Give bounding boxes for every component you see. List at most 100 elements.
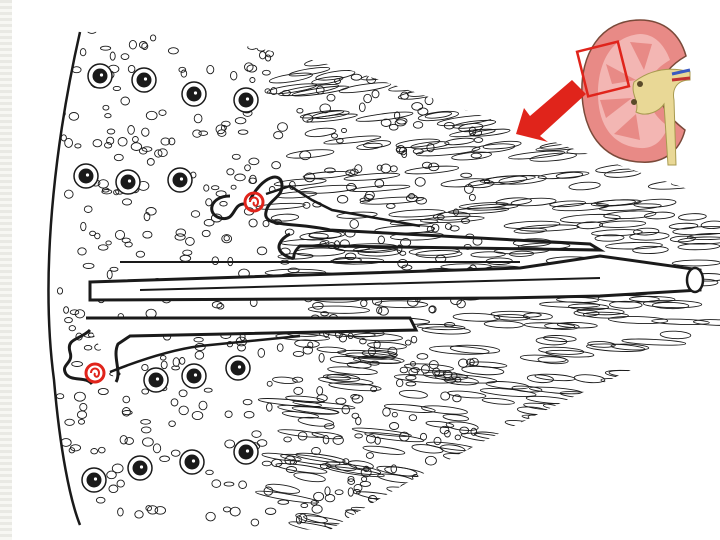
tubule-streak — [580, 508, 643, 523]
tubule-streak — [438, 91, 483, 101]
tubule-ring — [141, 363, 149, 372]
tubule-streak — [537, 356, 569, 365]
tubule-ring — [121, 198, 133, 206]
tubule-ring — [265, 54, 272, 62]
tubule-ring — [68, 325, 76, 332]
tubule-ring — [82, 262, 95, 269]
tubule-streak — [302, 171, 351, 179]
tubule-streak — [466, 464, 511, 474]
tubule-ring — [324, 493, 336, 503]
tubule-streak — [459, 520, 513, 530]
tubule-ring — [319, 103, 331, 114]
tubule-ring — [342, 458, 350, 465]
tubule-streak — [451, 151, 492, 161]
tubule-streak — [526, 374, 554, 384]
tubule-ring — [276, 343, 284, 352]
tubule-ring — [313, 491, 325, 502]
tubule-streak — [513, 227, 547, 234]
tubule-streak — [592, 449, 645, 460]
tubule-ring — [224, 439, 236, 449]
tubule-ring — [120, 96, 130, 106]
tubule-ring — [311, 504, 323, 514]
tubule-streak — [498, 174, 547, 185]
tubule-ring — [408, 192, 416, 200]
tubule-streak — [609, 300, 643, 309]
tubule-streak — [452, 312, 501, 322]
tubule-ring — [109, 266, 119, 272]
tubule-ring — [71, 66, 82, 74]
tubule-ring — [370, 386, 378, 393]
tubule-ring — [170, 398, 179, 407]
tubule-ring — [405, 381, 417, 387]
tubule-streak — [492, 108, 523, 119]
tubule-ring — [473, 137, 484, 143]
tubule-ring — [443, 37, 455, 44]
tubule-ring — [271, 161, 281, 170]
tubule-ring — [266, 380, 273, 387]
tubule-ring — [244, 62, 254, 72]
tubule-ring — [112, 85, 122, 92]
tubule-streak — [673, 105, 712, 114]
tubule-ring — [350, 73, 363, 81]
tubule-streak — [604, 440, 639, 450]
tubule-streak — [591, 229, 643, 237]
tubule-streak — [457, 517, 498, 528]
tubule-ring — [336, 195, 349, 204]
tubule-ring — [122, 395, 131, 404]
tubule-streak — [442, 414, 469, 422]
tubule-streak — [666, 399, 712, 408]
tubule-streak — [350, 506, 403, 519]
tubule-ring — [114, 229, 126, 240]
tubule-streak — [323, 135, 382, 145]
tubule-ring — [238, 480, 247, 489]
tubule-streak — [367, 498, 431, 512]
tubule-ring — [259, 51, 267, 60]
tubule-streak — [563, 442, 628, 454]
tubule-streak — [352, 357, 402, 365]
tubule-ring — [341, 127, 347, 134]
tubule-streak — [367, 341, 407, 350]
tubule-streak — [656, 483, 691, 494]
tubule-ring — [394, 119, 407, 127]
tubule-ring — [106, 470, 117, 480]
tubule-ring — [303, 31, 313, 35]
tubule-ring — [221, 234, 233, 244]
tubule-ring — [157, 148, 168, 158]
tubule-ring — [250, 518, 260, 527]
tubule-ring — [121, 410, 133, 416]
tubule-ring — [145, 207, 157, 216]
tubule-ring — [452, 394, 462, 403]
tubule-streak — [555, 171, 584, 179]
tubule-streak — [689, 137, 720, 146]
tubule-streak — [412, 488, 473, 503]
tubule-streak — [527, 414, 571, 424]
tubule-ring — [349, 219, 359, 229]
tubule-streak — [275, 463, 328, 474]
tubule-streak — [371, 68, 419, 80]
tubule-ring — [106, 136, 115, 145]
tubule-streak — [562, 422, 605, 433]
tubule-streak — [559, 213, 621, 224]
tubule-streak — [529, 152, 577, 162]
tubule-ring — [440, 391, 451, 401]
tubule-ring — [283, 436, 292, 443]
tubule-streak — [666, 475, 720, 488]
slide-edge-texture — [0, 0, 12, 540]
tubule-streak — [677, 92, 720, 104]
tubule-streak — [416, 499, 459, 510]
tubule-ring — [92, 139, 103, 148]
dark-tubule — [81, 467, 107, 493]
dark-tubule — [225, 355, 251, 381]
tubule-streak — [468, 361, 508, 368]
tubule-ring — [171, 365, 180, 371]
tubule-ring — [237, 129, 249, 135]
tubule-streak — [534, 373, 576, 382]
tubule-streak — [315, 70, 356, 81]
tubule-ring — [277, 122, 288, 132]
tubule-ring — [246, 64, 258, 73]
tubule-streak — [504, 419, 534, 428]
tubule-ring — [359, 338, 367, 345]
tubule-streak — [539, 477, 601, 490]
tubule-streak — [326, 466, 385, 478]
